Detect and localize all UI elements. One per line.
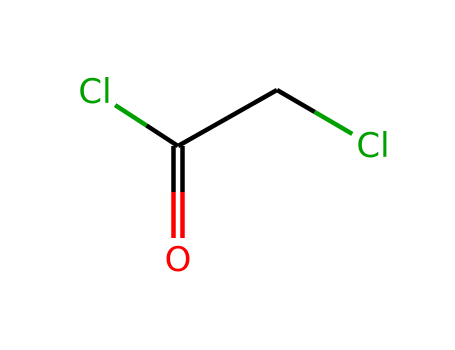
bond-cl1-c1-half-b: [145, 123, 180, 148]
atom-label-cl1: Cl: [78, 72, 111, 112]
atom-label-o1: O: [165, 240, 192, 280]
bond-c1-c2-half-a: [176, 116, 229, 148]
bond-layer: [113, 88, 354, 238]
atom-label-layer: ClO Cl: [78, 72, 389, 280]
bond-cl1-c1-half-a: [113, 103, 148, 128]
bond-c2-cl2-half-b: [313, 110, 354, 136]
atom-label-cl2: Cl: [356, 126, 389, 166]
bond-c1-c2-half-b: [226, 88, 279, 120]
bond-c2-cl2-half-a: [275, 88, 316, 114]
